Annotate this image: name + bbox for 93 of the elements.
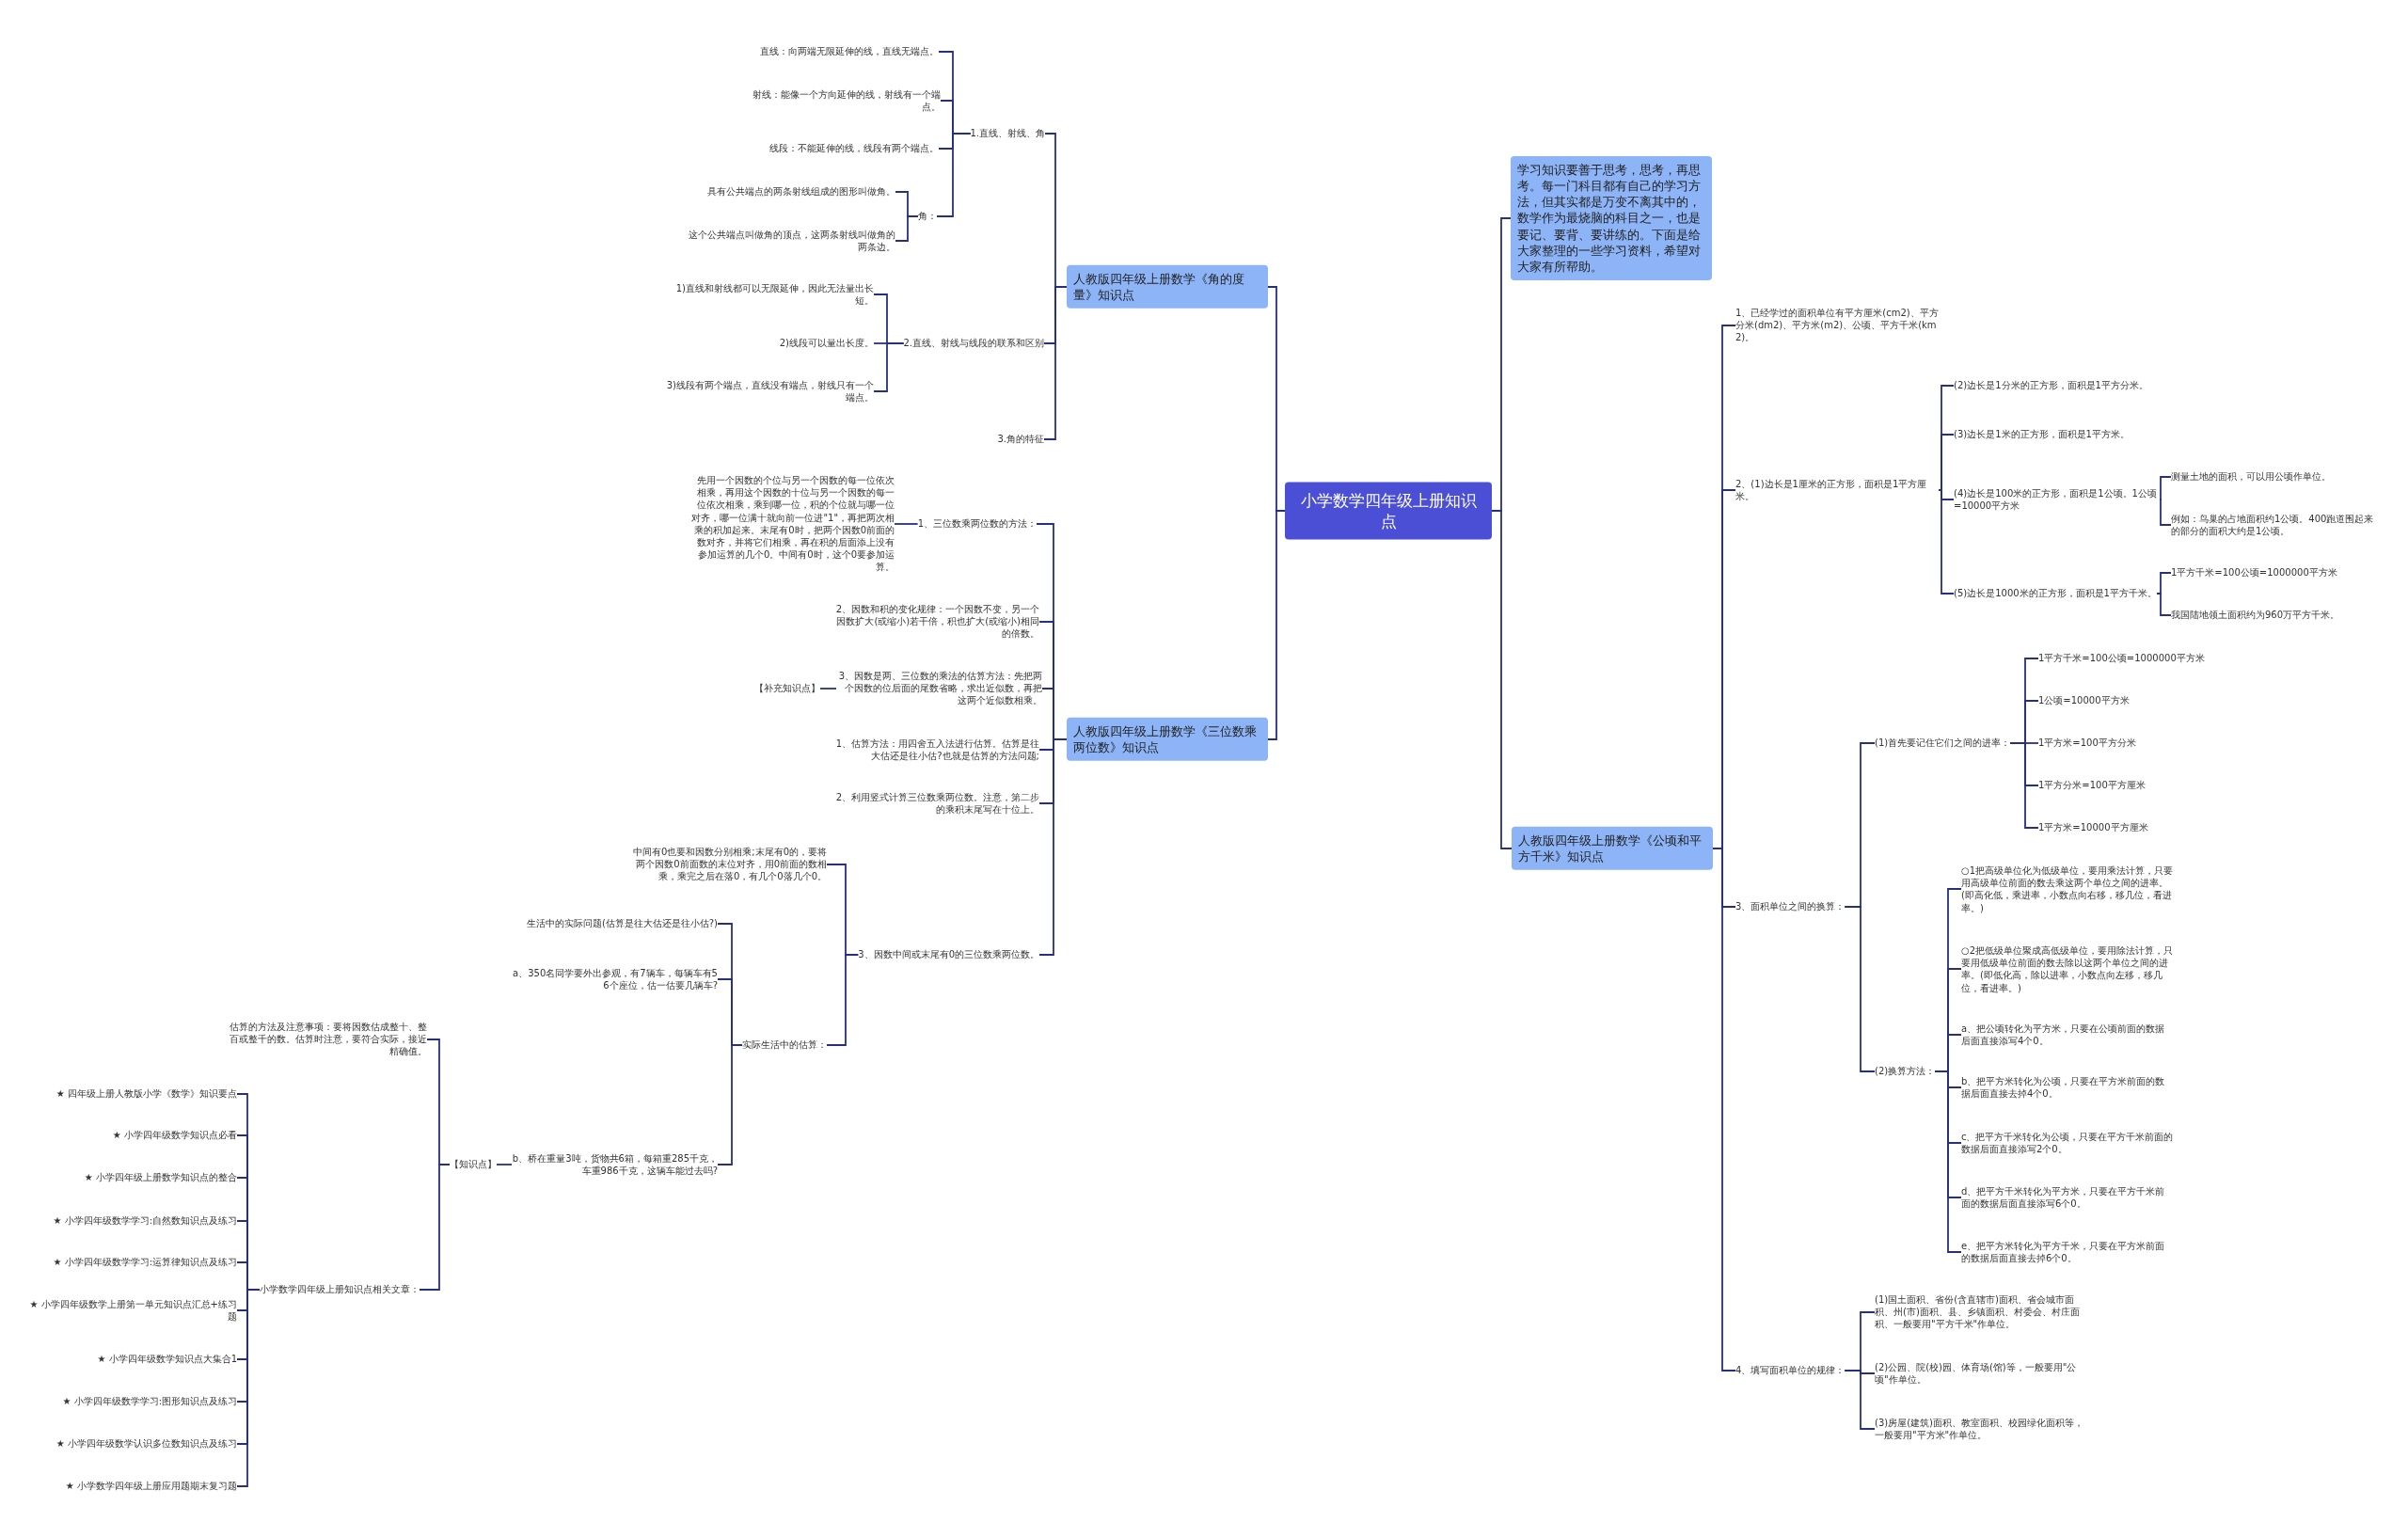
connector-line: [1844, 906, 1876, 1072]
topic-text: 1)直线和射线都可以无限延伸，因此无法量出长短。: [661, 281, 874, 308]
topic-text: 1、估算方法：用四舍五入法进行估算。估算是往大估还是往小估?也就是估算的方法问题;: [833, 737, 1039, 763]
topic-text: 1、已经学过的面积单位有平方厘米(cm2)、平方分米(dm2)、平方米(m2)、公顷、平方千米(km2)。: [1735, 307, 1939, 344]
branch-topic-box: 人教版四年级上册数学《三位数乘两位数》知识点: [1067, 717, 1268, 762]
topic-text: d、把平方千米转化为平方米，只要在平方千米前面的数据后面直接添写6个0。: [1961, 1184, 2174, 1211]
connector-line: [1938, 434, 1955, 491]
topic-text: 1平方米=100平方分米: [2038, 737, 2136, 750]
topic-text: (2)公园、院(校)园、体育场(馆)等，一般要用"公顷"作单位。: [1875, 1360, 2087, 1387]
topic-text: (2)边长是1分米的正方形，面积是1平方分米。: [1954, 379, 2148, 392]
connector-line: [236, 1289, 261, 1487]
topic-text: 3)线段有两个端点，直线没有端点，射线只有一个端点。: [661, 378, 874, 404]
topic-text: 测量土地的面积，可以用公顷作单位。: [2171, 470, 2331, 484]
topic-text: e、把平方米转化为平方千米，只要在平方米前面的数据后面直接去掉6个0。: [1961, 1239, 2174, 1265]
topic-text: 例如：鸟巢的占地面积约1公顷。400跑道围起来的部分的面积大约是1公顷。: [2171, 512, 2377, 538]
topic-text: 【知识点】: [450, 1158, 497, 1171]
topic-text: 3、因数是两、三位数的乘法的估算方法：先把两个因数的位后面的尾数省略，求出近似数，再把这两个近似数相乘。: [836, 670, 1042, 707]
connector-line: [819, 688, 837, 690]
topic-text: ★ 小学四年级数学学习:自然数知识点及练习: [53, 1214, 237, 1228]
topic-text: 3、面积单位之间的换算：: [1735, 900, 1846, 913]
topic-text: 1平方千米=100公顷=1000000平方米: [2038, 652, 2205, 665]
topic-text: 2、(1)边长是1厘米的正方形，面积是1平方厘米。: [1735, 477, 1939, 503]
topic-text: 射线：能像一个方向延伸的线，射线有一个端点。: [735, 87, 941, 114]
topic-text: 我国陆地领土面积约为960万平方千米。: [2171, 609, 2340, 622]
topic-text: 4、填写面积单位的规律：: [1735, 1364, 1846, 1377]
topic-text: 具有公共端点的两条射线组成的图形叫做角。: [707, 185, 895, 198]
note-box: 学习知识要善于思考，思考，再思考。每一门科目都有自己的学习方法，但其实都是万变不离其中的，数学作为最烧脑的科目之一，也是要记、要背、要讲练的。下面是给大家整理的一些学习资料，希望对大家有所帮助。: [1511, 155, 1712, 281]
topic-text: 线段：不能延伸的线，线段有两个端点。: [769, 142, 939, 155]
topic-text: 1平方米=10000平方厘米: [2038, 821, 2148, 834]
topic-text: 1平方千米=100公顷=1000000平方米: [2171, 566, 2337, 579]
topic-text: 直线：向两端无限延伸的线，直线无端点。: [760, 45, 939, 58]
connector-line: [1038, 738, 1068, 956]
topic-text: 1平方分米=100平方厘米: [2038, 779, 2146, 792]
topic-text: ★ 小学四年级数学学习:图形知识点及练习: [62, 1395, 237, 1408]
connector-line: [717, 1044, 743, 1165]
topic-text: 3.角的特征: [997, 433, 1044, 446]
connector-line: [1043, 286, 1068, 440]
topic-text: ★ 小学四年级数学知识点必看: [112, 1129, 237, 1142]
topic-text: 2、利用竖式计算三位数乘两位数。注意，第二步的乘积末尾写在十位上。: [833, 790, 1039, 817]
topic-text: ★ 小学数学四年级上册应用题期末复习题: [65, 1480, 237, 1493]
connector-line: [936, 133, 972, 217]
connector-line: [2156, 593, 2172, 616]
central-topic-box: 小学数学四年级上册知识点: [1285, 482, 1492, 540]
topic-text: (3)房屋(建筑)面积、教室面积、校园绿化面积等，一般要用"平方米"作单位。: [1875, 1416, 2087, 1442]
topic-text: (3)边长是1米的正方形，面积是1平方米。: [1954, 428, 2130, 441]
topic-text: (1)国土面积、省份(含直辖市)面积、省会城市面积、州(市)面积、县、乡镇面积、村委会、村庄面积、一般要用"平方千米"作单位。: [1875, 1293, 2087, 1331]
connector-line: [419, 1164, 451, 1291]
connector-line: [2159, 499, 2172, 526]
topic-text: 小学数学四年级上册知识点相关文章：: [260, 1283, 420, 1296]
topic-text: 1.直线、射线、角: [970, 127, 1045, 140]
topic-text: a、350名同学要外出参观，有7辆车，每辆车有56个座位，估一估要几辆车?: [512, 966, 718, 992]
connector-line: [1938, 489, 1955, 595]
topic-text: 角：: [918, 210, 937, 223]
topic-text: ★ 小学四年级上册数学知识点的整合: [84, 1171, 237, 1184]
topic-text: ○2把低级单位聚成高低级单位，要用除法计算，只要用低级单位前面的数去除以这两个单位之间的进率。(即低化高，除以进率，小数点向左移，移几位，看进率。): [1961, 943, 2174, 994]
connector-line: [1267, 510, 1286, 740]
topic-text: 先用一个因数的个位与另一个因数的每一位依次相乘，再用这个因数的十位与另一个因数的每一位依次相乘，乘到哪一位，积的个位就与哪一位对齐，哪一位满十就向前一位进"1"，再把两次相乘的积加起来。末尾有0时，把两个因数0前面的数对齐，并将它们相乘，再在积的后面添上没有参加运算的几个0。中间有0时，这个0要参加运算。: [689, 474, 895, 574]
connector-line: [2009, 742, 2039, 829]
topic-text: (4)边长是100米的正方形，面积是1公顷。1公顷=10000平方米: [1954, 486, 2160, 513]
topic-text: (5)边长是1000米的正方形，面积是1平方千米。: [1954, 587, 2157, 600]
topic-text: c、把平方千米转化为公顷，只要在平方千米前面的数据后面直接添写2个0。: [1961, 1130, 2174, 1156]
connector-line: [2159, 476, 2172, 500]
connector-line: [1934, 1070, 1962, 1253]
topic-text: 【补充知识点】: [754, 682, 820, 695]
topic-text: b、把平方米转化为公顷，只要在平方米前面的数据后面直接去掉4个0。: [1961, 1074, 2174, 1101]
topic-text: 实际生活中的估算：: [742, 1039, 827, 1052]
topic-text: 中间有0也要和因数分别相乘;末尾有0的，要将两个因数0前面数的末位对齐，用0前面的数相乘，乘完之后在落0，有几个0落几个0。: [624, 846, 827, 883]
topic-text: (2)换算方法：: [1875, 1065, 1936, 1078]
topic-text: 2.直线、射线与线段的联系和区别: [903, 337, 1044, 350]
connector-line: [894, 523, 919, 525]
topic-text: 1公顷=10000平方米: [2038, 694, 2130, 707]
topic-text: 3、因数中间或末尾有0的三位数乘两位数。: [858, 948, 1039, 961]
connector-line: [826, 954, 860, 1046]
topic-text: 生活中的实际问题(估算是往大估还是往小估?): [526, 917, 718, 930]
branch-topic-box: 人教版四年级上册数学《角的度量》知识点: [1067, 264, 1268, 309]
topic-text: ★ 小学四年级数学知识点大集合1: [97, 1353, 237, 1366]
topic-text: b、桥在重量3吨，货物共6箱，每箱重285千克，车重986千克，这辆车能过去吗?: [512, 1151, 718, 1178]
connector-line: [496, 1164, 513, 1165]
topic-text: 估算的方法及注意事项：要将因数估成整十、整百或整千的数。估算时注意，要符合实际，接近精确值。: [221, 1021, 427, 1058]
branch-topic-box: 人教版四年级上册数学《公顷和平方千米》知识点: [1512, 826, 1713, 871]
topic-text: 2)线段可以量出长度。: [779, 337, 874, 350]
topic-text: ★ 四年级上册人教版小学《数学》知识要点: [55, 1087, 237, 1101]
topic-text: a、把公顷转化为平方米，只要在公顷前面的数据后面直接添写4个0。: [1961, 1022, 2174, 1048]
connector-line: [873, 342, 905, 392]
topic-text: 2、因数和积的变化规律：一个因数不变，另一个因数扩大(或缩小)若干倍，积也扩大(或缩小)相同的倍数。: [833, 603, 1039, 641]
topic-text: ○1把高级单位化为低级单位，要用乘法计算，只要用高级单位前面的数去乘这两个单位之间的进率。(即高化低，乘进率，小数点向右移，移几位，看进率。): [1961, 864, 2174, 914]
connector-line: [1844, 1370, 1876, 1430]
topic-text: ★ 小学四年级数学认识多位数知识点及练习: [55, 1437, 237, 1451]
topic-text: ★ 小学四年级数学学习:运算律知识点及练习: [53, 1256, 237, 1269]
topic-text: ★ 小学四年级数学上册第一单元知识点汇总+练习题: [26, 1297, 237, 1324]
topic-text: 这个公共端点叫做角的顶点，这两条射线叫做角的两条边。: [683, 228, 895, 254]
topic-text: 1、三位数乘两位数的方法：: [917, 517, 1037, 531]
topic-text: (1)首先要记住它们之间的进率：: [1875, 737, 2011, 750]
